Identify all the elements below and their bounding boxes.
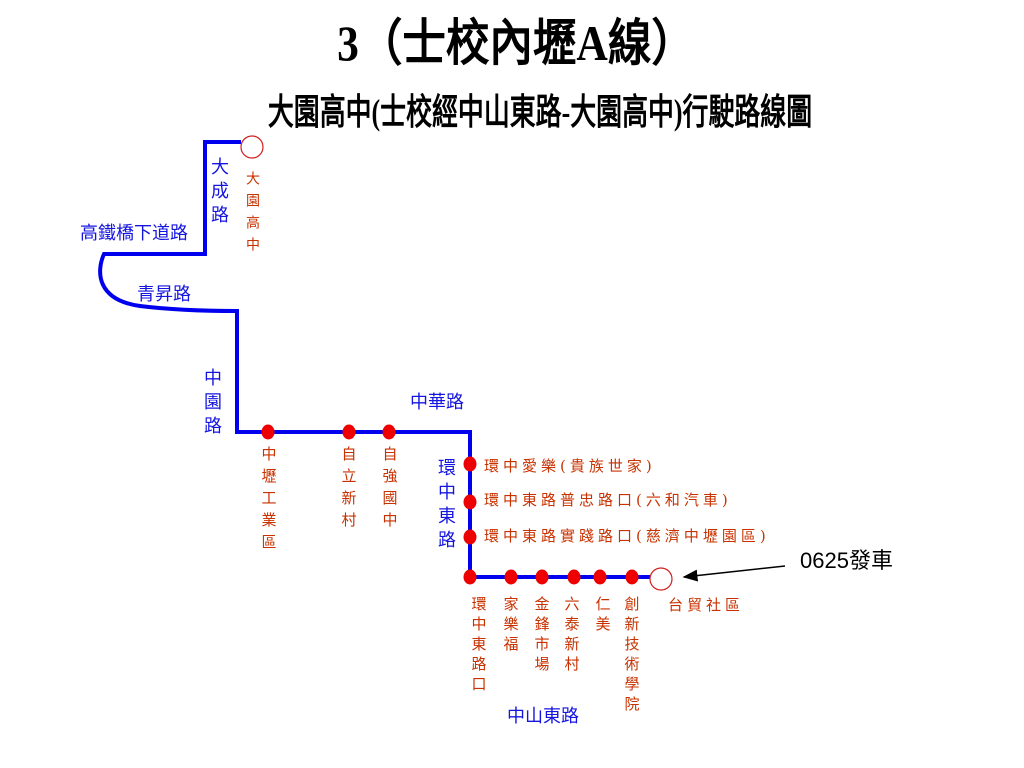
road-label-huanzhong-east: 環中東路 (435, 458, 456, 554)
stop-label: 中壢工業區 (259, 445, 278, 556)
stop-dot (535, 569, 549, 585)
stop-dot (463, 494, 477, 510)
stop-label: 自立新村 (339, 445, 358, 534)
start-terminal-marker (240, 135, 264, 159)
road-label-dacheng: 大成路 (208, 157, 229, 229)
stop-dot (382, 424, 396, 440)
stop-label: 環中東路實踐路口(慈濟中壢園區) (484, 527, 770, 545)
stop-label: 環中愛樂(貴族世家) (484, 457, 656, 475)
departure-time-label: 0625發車 (800, 548, 893, 573)
road-label-zhonghua: 中華路 (410, 392, 464, 413)
stop-dot (463, 569, 477, 585)
road-label-zhongshan-east: 中山東路 (507, 706, 579, 727)
stop-label: 家樂福 (501, 595, 520, 656)
stop-dot (593, 569, 607, 585)
stop-dot (342, 424, 356, 440)
stop-label: 六泰新村 (562, 595, 581, 676)
page-title: 3（士校內壢A線） (337, 15, 695, 71)
stop-label: 仁美 (593, 595, 612, 636)
road-label-zhongyuan: 中園路 (201, 368, 222, 440)
stop-dot (261, 424, 275, 440)
stop-label: 環中東路普忠路口(六和汽車) (484, 491, 732, 509)
road-label-gaotie-underpass: 高鐵橋下道路 (80, 223, 188, 244)
stop-dot (463, 456, 477, 472)
stop-label: 金鋒市場 (532, 595, 551, 676)
start-terminal-label: 大園高中 (244, 171, 260, 259)
stop-dot (504, 569, 518, 585)
stop-dot (567, 569, 581, 585)
route-line (98, 140, 650, 579)
departure-arrow (682, 565, 786, 582)
stop-label: 創新技術學院 (622, 595, 641, 716)
end-terminal-marker (649, 567, 673, 591)
stop-label: 環中東路口 (469, 595, 488, 696)
stop-label: 自強國中 (380, 445, 399, 534)
page-subtitle: 大園高中(士校經中山東路-大園高中)行駛路線圖 (267, 92, 813, 132)
end-terminal-label: 台貿社區 (668, 596, 745, 614)
stop-dot (463, 529, 477, 545)
stop-dot (625, 569, 639, 585)
road-label-qingsheng: 青昇路 (137, 284, 191, 305)
